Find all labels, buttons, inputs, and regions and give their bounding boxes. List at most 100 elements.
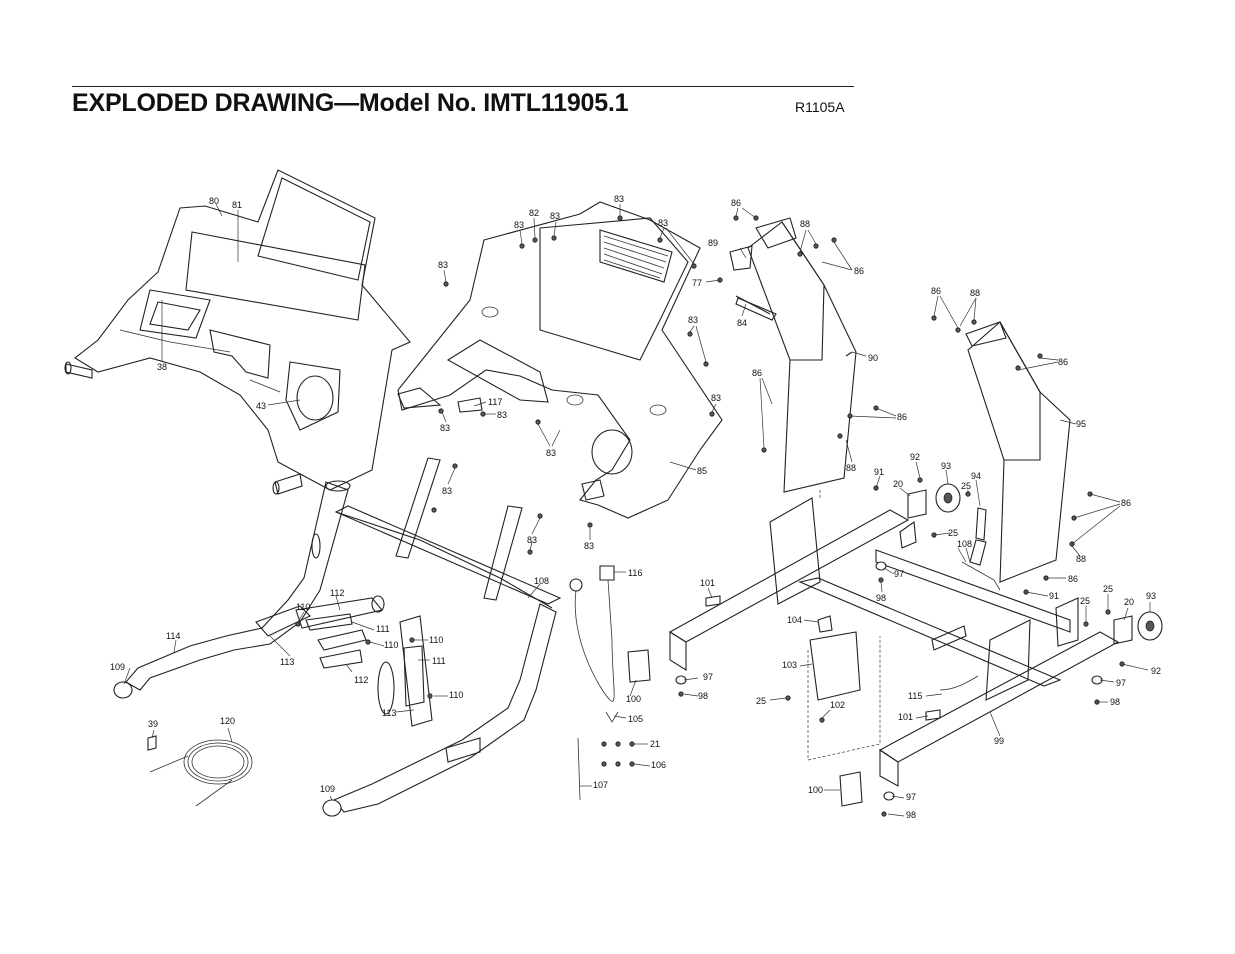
header-rule (72, 86, 854, 87)
console-base (397, 201, 723, 519)
callout-97: 97 (906, 792, 916, 802)
callout-109: 109 (110, 662, 125, 672)
callout-112: 112 (330, 588, 344, 598)
callout-25: 25 (1103, 584, 1113, 594)
callout-84: 84 (737, 318, 747, 328)
right-upright-cover (965, 321, 1071, 583)
callout-112: 112 (354, 675, 368, 685)
callout-92: 92 (910, 452, 920, 462)
page-title: EXPLODED DRAWING—Model No. IMTL11905.1 (72, 89, 629, 117)
callout-86: 86 (731, 198, 741, 208)
callout-38: 38 (157, 362, 167, 372)
callout-107: 107 (593, 780, 608, 790)
callout-110: 110 (429, 635, 443, 645)
drawing-code: R1105A (795, 99, 845, 115)
callout-97: 97 (1116, 678, 1126, 688)
callout-85: 85 (697, 466, 707, 476)
callout-86: 86 (1068, 574, 1078, 584)
callout-116: 116 (628, 568, 642, 578)
callout-88: 88 (846, 463, 856, 473)
callout-101: 101 (700, 578, 715, 588)
callout-86: 86 (897, 412, 907, 422)
callout-113: 113 (280, 657, 294, 667)
callout-83: 83 (688, 315, 698, 325)
callout-102: 102 (830, 700, 845, 710)
wheels-and-hardware (627, 295, 1163, 807)
callout-25: 25 (756, 696, 766, 706)
callout-111: 111 (376, 624, 390, 634)
callout-100: 100 (626, 694, 641, 704)
callout-83: 83 (497, 410, 507, 420)
left-upright-cover (729, 217, 857, 493)
handrail-upper (113, 480, 553, 699)
callout-104: 104 (787, 615, 802, 625)
callout-89: 89 (708, 238, 718, 248)
callout-21: 21 (650, 739, 660, 749)
callout-86: 86 (1058, 357, 1068, 367)
callout-88: 88 (970, 288, 980, 298)
callout-83: 83 (614, 194, 624, 204)
callout-83: 83 (546, 448, 556, 458)
callout-111: 111 (432, 656, 446, 666)
callout-94: 94 (971, 471, 981, 481)
callout-115: 115 (908, 691, 922, 701)
console-assembly (64, 169, 411, 495)
callout-101: 101 (898, 712, 913, 722)
callout-25: 25 (948, 528, 958, 538)
callout-91: 91 (1049, 591, 1059, 601)
callout-80: 80 (209, 196, 219, 206)
callout-20: 20 (1124, 597, 1134, 607)
callout-83: 83 (440, 423, 450, 433)
callout-83: 83 (514, 220, 524, 230)
callout-103: 103 (782, 660, 797, 670)
callout-117: 117 (488, 397, 502, 407)
callout-83: 83 (527, 535, 537, 545)
callout-93: 93 (941, 461, 951, 471)
callout-20: 20 (893, 479, 903, 489)
callout-39: 39 (148, 719, 158, 729)
callout-83: 83 (711, 393, 721, 403)
callout-86: 86 (931, 286, 941, 296)
base-frame (668, 490, 1120, 787)
callout-99: 99 (994, 736, 1004, 746)
callout-92: 92 (1151, 666, 1161, 676)
callout-108: 108 (957, 539, 972, 549)
pulse-grip-assembly (255, 595, 433, 727)
callout-98: 98 (876, 593, 886, 603)
callout-83: 83 (438, 260, 448, 270)
callout-98: 98 (906, 810, 916, 820)
callout-97: 97 (703, 672, 713, 682)
callout-100: 100 (808, 785, 823, 795)
callout-88: 88 (1076, 554, 1086, 564)
callout-108: 108 (534, 576, 549, 586)
callout-86: 86 (854, 266, 864, 276)
callout-25: 25 (1080, 596, 1090, 606)
callout-120: 120 (220, 716, 235, 726)
callout-109: 109 (320, 784, 335, 794)
callout-43: 43 (256, 401, 266, 411)
callout-86: 86 (752, 368, 762, 378)
callout-110: 110 (449, 690, 463, 700)
handrail-lower (322, 603, 557, 817)
uprights-frame (334, 457, 562, 605)
callout-95: 95 (1076, 419, 1086, 429)
callout-93: 93 (1146, 591, 1156, 601)
callout-25: 25 (961, 481, 971, 491)
cables (569, 565, 619, 801)
callout-113: 113 (382, 708, 396, 718)
callout-86: 86 (1121, 498, 1131, 508)
callout-105: 105 (628, 714, 643, 724)
callout-labels: 80 81 38 43 82 83 83 83 83 83 83 83 83 8… (110, 194, 1161, 820)
callout-81: 81 (232, 200, 242, 210)
callout-106: 106 (651, 760, 666, 770)
callout-90: 90 (868, 353, 878, 363)
callout-82: 82 (529, 208, 539, 218)
callout-88: 88 (800, 219, 810, 229)
fasteners (295, 215, 1125, 817)
callout-98: 98 (1110, 697, 1120, 707)
callout-110: 110 (296, 602, 310, 612)
callout-114: 114 (166, 631, 180, 641)
callout-97: 97 (894, 569, 904, 579)
